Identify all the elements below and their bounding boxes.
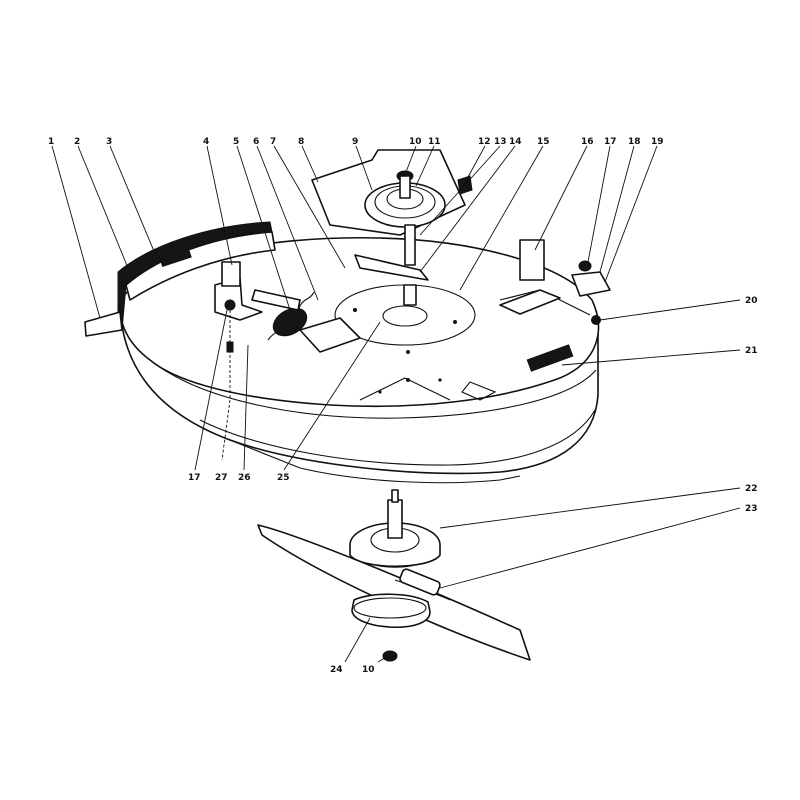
callout-17-top: 17 bbox=[604, 137, 617, 147]
bracket-right bbox=[499, 239, 561, 315]
callout-16: 16 bbox=[581, 137, 594, 147]
callout-1: 1 bbox=[48, 137, 54, 147]
callout-18: 18 bbox=[628, 137, 641, 147]
leader-lines bbox=[51, 145, 741, 663]
callout-24: 24 bbox=[330, 665, 343, 675]
callout-14: 14 bbox=[509, 137, 522, 147]
callout-25: 25 bbox=[277, 473, 290, 483]
pulley-assembly bbox=[311, 149, 473, 306]
callout-13: 13 bbox=[494, 137, 507, 147]
callout-26: 26 bbox=[238, 473, 251, 483]
callout-21: 21 bbox=[745, 346, 758, 356]
callout-7: 7 bbox=[270, 137, 276, 147]
spindle-housing bbox=[349, 489, 441, 568]
callout-3: 3 bbox=[106, 137, 112, 147]
mower-blade bbox=[257, 524, 531, 661]
callout-12: 12 bbox=[478, 137, 491, 147]
callout-labels: 1 2 3 4 5 6 7 8 9 10 11 12 13 14 15 16 1… bbox=[48, 137, 758, 675]
callout-10-bottom: 10 bbox=[362, 665, 375, 675]
callout-11: 11 bbox=[428, 137, 441, 147]
rear-guard-shield bbox=[84, 221, 276, 337]
callout-5: 5 bbox=[233, 137, 239, 147]
callout-19: 19 bbox=[651, 137, 664, 147]
callout-10: 10 bbox=[409, 137, 422, 147]
blade-adapter-cup bbox=[351, 593, 431, 662]
callout-8: 8 bbox=[298, 137, 304, 147]
callout-27: 27 bbox=[215, 473, 228, 483]
callout-4: 4 bbox=[203, 137, 209, 147]
tension-spring bbox=[251, 289, 361, 353]
callout-6: 6 bbox=[253, 137, 259, 147]
right-hardware bbox=[571, 260, 611, 325]
callout-2: 2 bbox=[74, 137, 80, 147]
callout-17-bottom: 17 bbox=[188, 473, 201, 483]
callout-22: 22 bbox=[745, 484, 758, 494]
callout-15: 15 bbox=[537, 137, 550, 147]
callout-23: 23 bbox=[745, 504, 758, 514]
callout-20: 20 bbox=[745, 296, 758, 306]
callout-9: 9 bbox=[352, 137, 358, 147]
